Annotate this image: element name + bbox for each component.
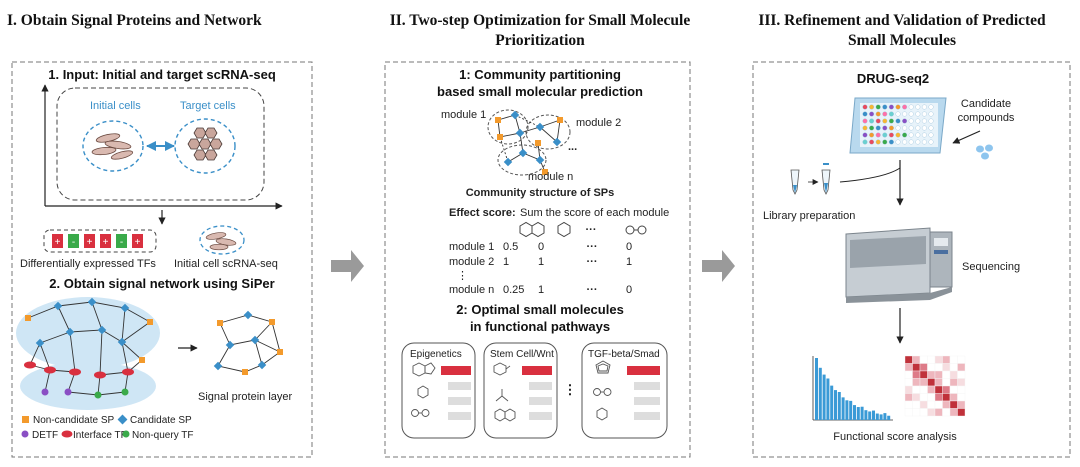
row2-v2: 1 (538, 256, 544, 268)
pathway-label-stemcell: Stem Cell/Wnt (490, 349, 554, 360)
pathway-label-epigenetics: Epigenetics (410, 349, 462, 360)
row2-label: module 2 (449, 256, 494, 268)
rown-v1: 0.25 (503, 284, 524, 296)
pathway-label-tgf: TGF-beta/Smad (588, 349, 660, 360)
de-tf-caption: Differentially expressed TFs (20, 258, 156, 270)
legend-interface: Interface TF (73, 430, 127, 441)
initial-scrna-icon (199, 225, 245, 255)
community-caption: Community structure of SPs (466, 187, 615, 199)
panel3-title-line2: Small Molecules (848, 32, 956, 49)
panel1-frame (11, 61, 313, 458)
candidate-label-2: compounds (958, 112, 1015, 124)
scrna-caption: Initial cell scRNA-seq (174, 258, 278, 270)
pathway-box-epigenetics: Epigenetics (401, 342, 476, 439)
rown-ellipsis: ··· (587, 284, 598, 296)
rown-v3: 0 (626, 284, 632, 296)
de-tf-boxes: + - + + - + (43, 229, 157, 253)
svg-text:+: + (103, 237, 109, 248)
legend-candidate: Candidate SP (130, 415, 192, 426)
flow-arrow-1 (331, 250, 364, 282)
legend-detf: DETF (32, 430, 58, 441)
detf-swatch (21, 430, 29, 438)
drug-seq2-label: DRUG-seq2 (857, 71, 929, 86)
target-cells-label: Target cells (180, 100, 236, 112)
legend: Non-candidate SP Candidate SP DETF Inter… (21, 414, 194, 441)
svg-text:-: - (72, 237, 75, 248)
panel2-title-line2: Prioritization (495, 32, 585, 49)
candidate-label-1: Candidate (961, 98, 1011, 110)
svg-text:+: + (55, 237, 61, 248)
row2-v3: 1 (626, 256, 632, 268)
initial-cells-cluster (82, 120, 144, 172)
row1-v3: 0 (626, 241, 632, 253)
step2-title: 2. Obtain signal network using SiPer (49, 276, 274, 291)
interface-tf-swatch (61, 430, 73, 438)
modulen-label: module n (528, 171, 573, 183)
target-cells-cluster (174, 118, 236, 174)
p2-step1-line1: 1: Community partitioning (459, 67, 621, 82)
legend-non-query: Non-query TF (132, 430, 194, 441)
module1-label: module 1 (441, 109, 486, 121)
panel2-title-line1: II. Two-step Optimization for Small Mole… (390, 12, 691, 29)
pathway-box-stemcell: Stem Cell/Wnt (483, 342, 558, 439)
p2-step1-line2: based small molecular prediction (437, 84, 643, 99)
row2-ellipsis: ··· (587, 256, 598, 268)
molecule-icon-2 (557, 221, 571, 238)
panel2-frame (384, 61, 691, 458)
row-vdots: ⋮ (457, 270, 468, 282)
community-graph (487, 109, 571, 176)
scrna-plot (41, 84, 283, 210)
pathway-box-tgf: TGF-beta/Smad (581, 342, 668, 439)
row1-v1: 0.5 (503, 241, 518, 253)
well-plate (849, 97, 947, 154)
score-histogram (812, 356, 893, 421)
non-candidate-sp-swatch (22, 416, 29, 423)
row1-ellipsis: ··· (587, 241, 598, 253)
signal-protein-layer (213, 310, 283, 375)
library-prep-label: Library preparation (763, 210, 855, 222)
panel3-frame (752, 61, 1071, 458)
row2-v1: 1 (503, 256, 509, 268)
effect-score-label: Effect score: (449, 207, 516, 219)
non-query-tf-swatch (122, 430, 130, 438)
svg-text:+: + (135, 237, 141, 248)
molecule-header (519, 221, 647, 238)
step1-title: 1. Input: Initial and target scRNA-seq (48, 67, 276, 82)
flow-arrow-2 (702, 250, 735, 282)
effect-score-text: Sum the score of each module (520, 207, 669, 219)
p2-step2-line2: in functional pathways (470, 319, 610, 334)
pathway-vdots: ⋮ (564, 382, 577, 397)
layer-caption: Signal protein layer (198, 391, 293, 403)
molecule-icon-1 (519, 221, 533, 238)
similarity-heatmap (904, 355, 966, 417)
row1-v2: 0 (538, 241, 544, 253)
library-tubes (790, 163, 831, 195)
svg-text:-: - (120, 237, 123, 248)
rown-v2: 1 (538, 284, 544, 296)
candidate-sp-swatch (117, 414, 128, 425)
module-dots: ... (568, 141, 577, 153)
compound-pills (976, 144, 993, 160)
row1-label: module 1 (449, 241, 494, 253)
p2-step2-line1: 2: Optimal small molecules (456, 302, 624, 317)
sequencer-icon (845, 227, 953, 303)
molecule-ellipsis: ··· (586, 224, 597, 236)
functional-analysis-label: Functional score analysis (833, 431, 957, 443)
sequencing-label: Sequencing (962, 261, 1020, 273)
panel1-title: I. Obtain Signal Proteins and Network (7, 12, 262, 29)
module2-label: module 2 (576, 117, 621, 129)
initial-cells-label: Initial cells (90, 100, 141, 112)
molecule-icon-3 (625, 225, 647, 235)
rown-label: module n (449, 284, 494, 296)
siper-network (16, 297, 160, 410)
legend-non-candidate: Non-candidate SP (33, 415, 114, 426)
svg-text:+: + (87, 237, 93, 248)
panel3-title-line1: III. Refinement and Validation of Predic… (758, 12, 1046, 29)
score-table: module 1 0.5 0 ··· 0 module 2 1 1 ··· 1 … (449, 241, 632, 296)
